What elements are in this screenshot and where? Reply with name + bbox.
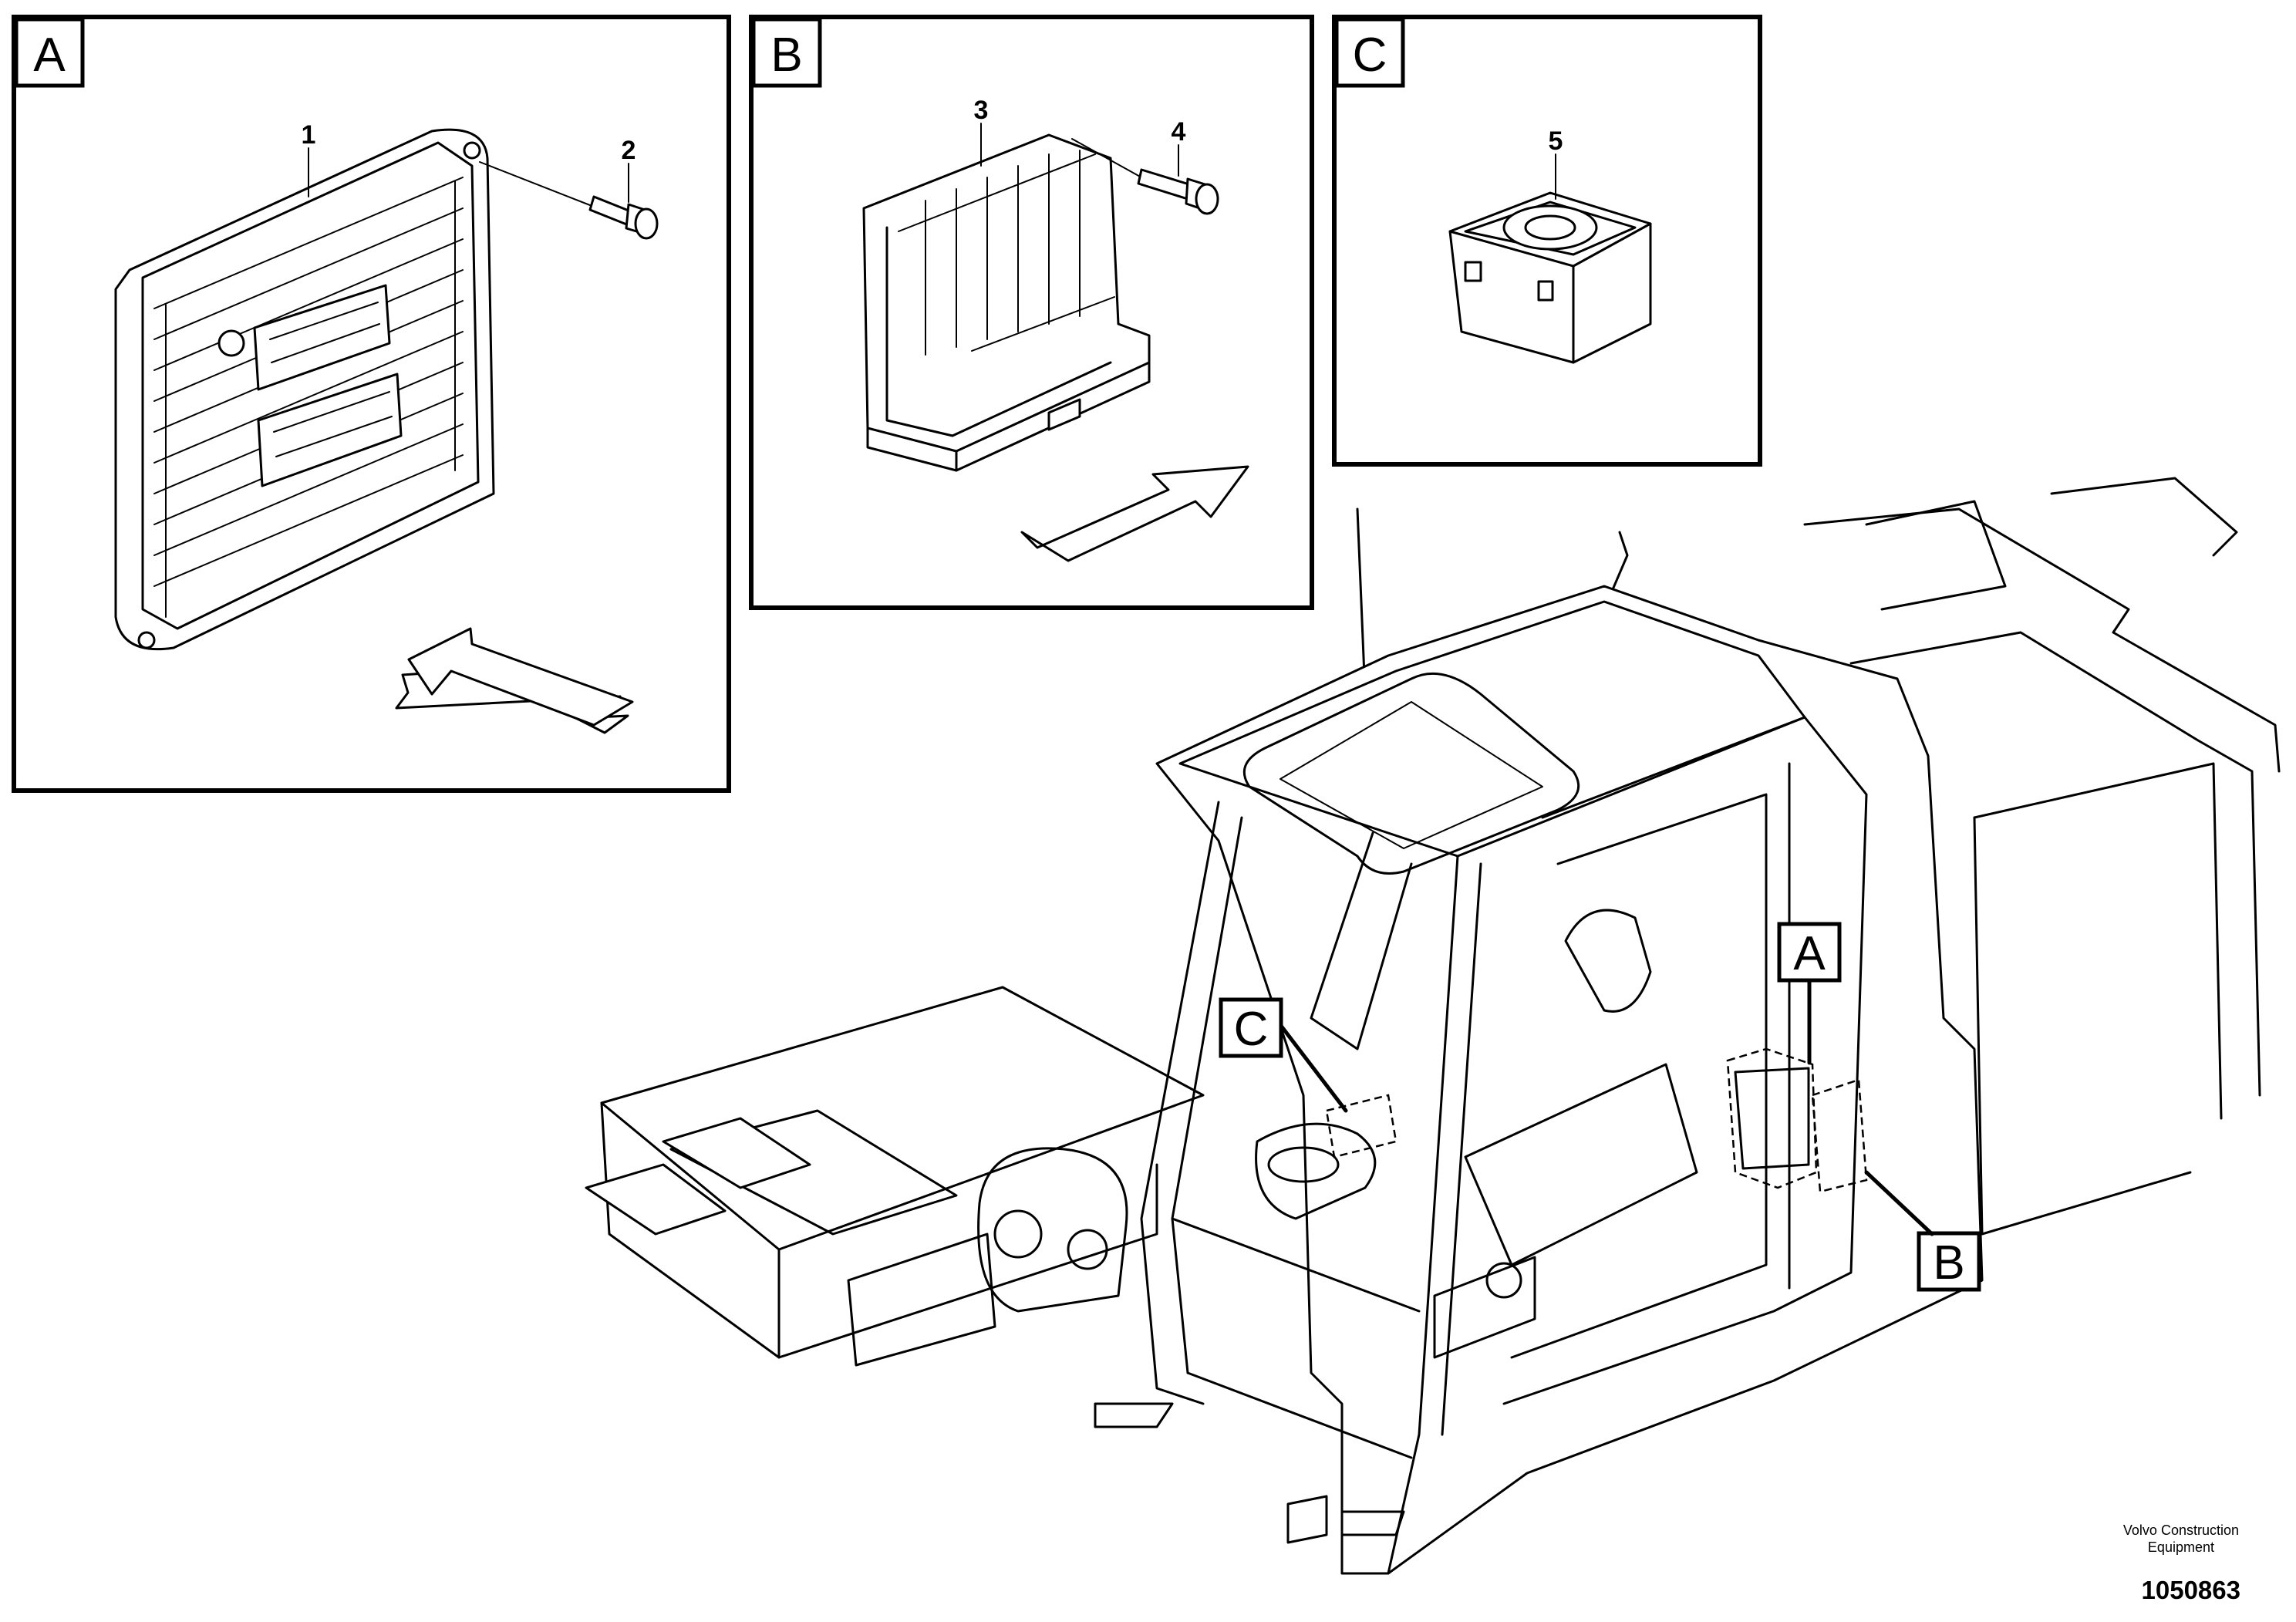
- part-number-1: 1: [302, 120, 316, 150]
- publisher-credit-line-2: Equipment: [2147, 1539, 2214, 1555]
- component-marker-a: [1726, 1047, 1818, 1189]
- document-number: 1050863: [2141, 1576, 2240, 1604]
- panel-a-tag: A: [33, 29, 66, 82]
- view-direction-arrow-b: [1020, 465, 1249, 562]
- component-marker-c: [1325, 1094, 1397, 1158]
- control-unit-part-3: [862, 133, 1151, 472]
- overview-callout-c: C: [1219, 997, 1348, 1113]
- publisher-credit-line-1: Volvo Construction: [2122, 1523, 2239, 1538]
- detail-panel-b: B 3 4: [749, 15, 1314, 610]
- detail-panel-a: A: [12, 15, 731, 793]
- panel-b-tag: B: [770, 29, 802, 82]
- overview-tag-b: B: [1933, 1236, 1964, 1290]
- cab-overview: [585, 477, 2281, 1575]
- buzzer-unit-part-5: [1448, 191, 1652, 364]
- detail-panel-c: C 5: [1332, 15, 1762, 467]
- part-number-2: 2: [622, 136, 636, 165]
- bolt-part-2: [479, 161, 659, 240]
- ecu-controller-part-1: [114, 128, 495, 651]
- panel-c-tag: C: [1353, 29, 1387, 82]
- overview-tag-c: C: [1234, 1003, 1269, 1056]
- part-number-4: 4: [1172, 117, 1186, 147]
- overview-tag-a: A: [1793, 927, 1826, 980]
- publisher-credit: Volvo Construction Equipment: [2123, 1522, 2239, 1556]
- overview-callout-a: A: [1777, 922, 1842, 1065]
- bolt-part-4: [1071, 138, 1219, 215]
- part-number-5: 5: [1549, 126, 1563, 156]
- overview-callout-b: B: [1864, 1170, 1981, 1292]
- part-number-3: 3: [974, 96, 989, 125]
- component-marker-b: [1811, 1078, 1868, 1193]
